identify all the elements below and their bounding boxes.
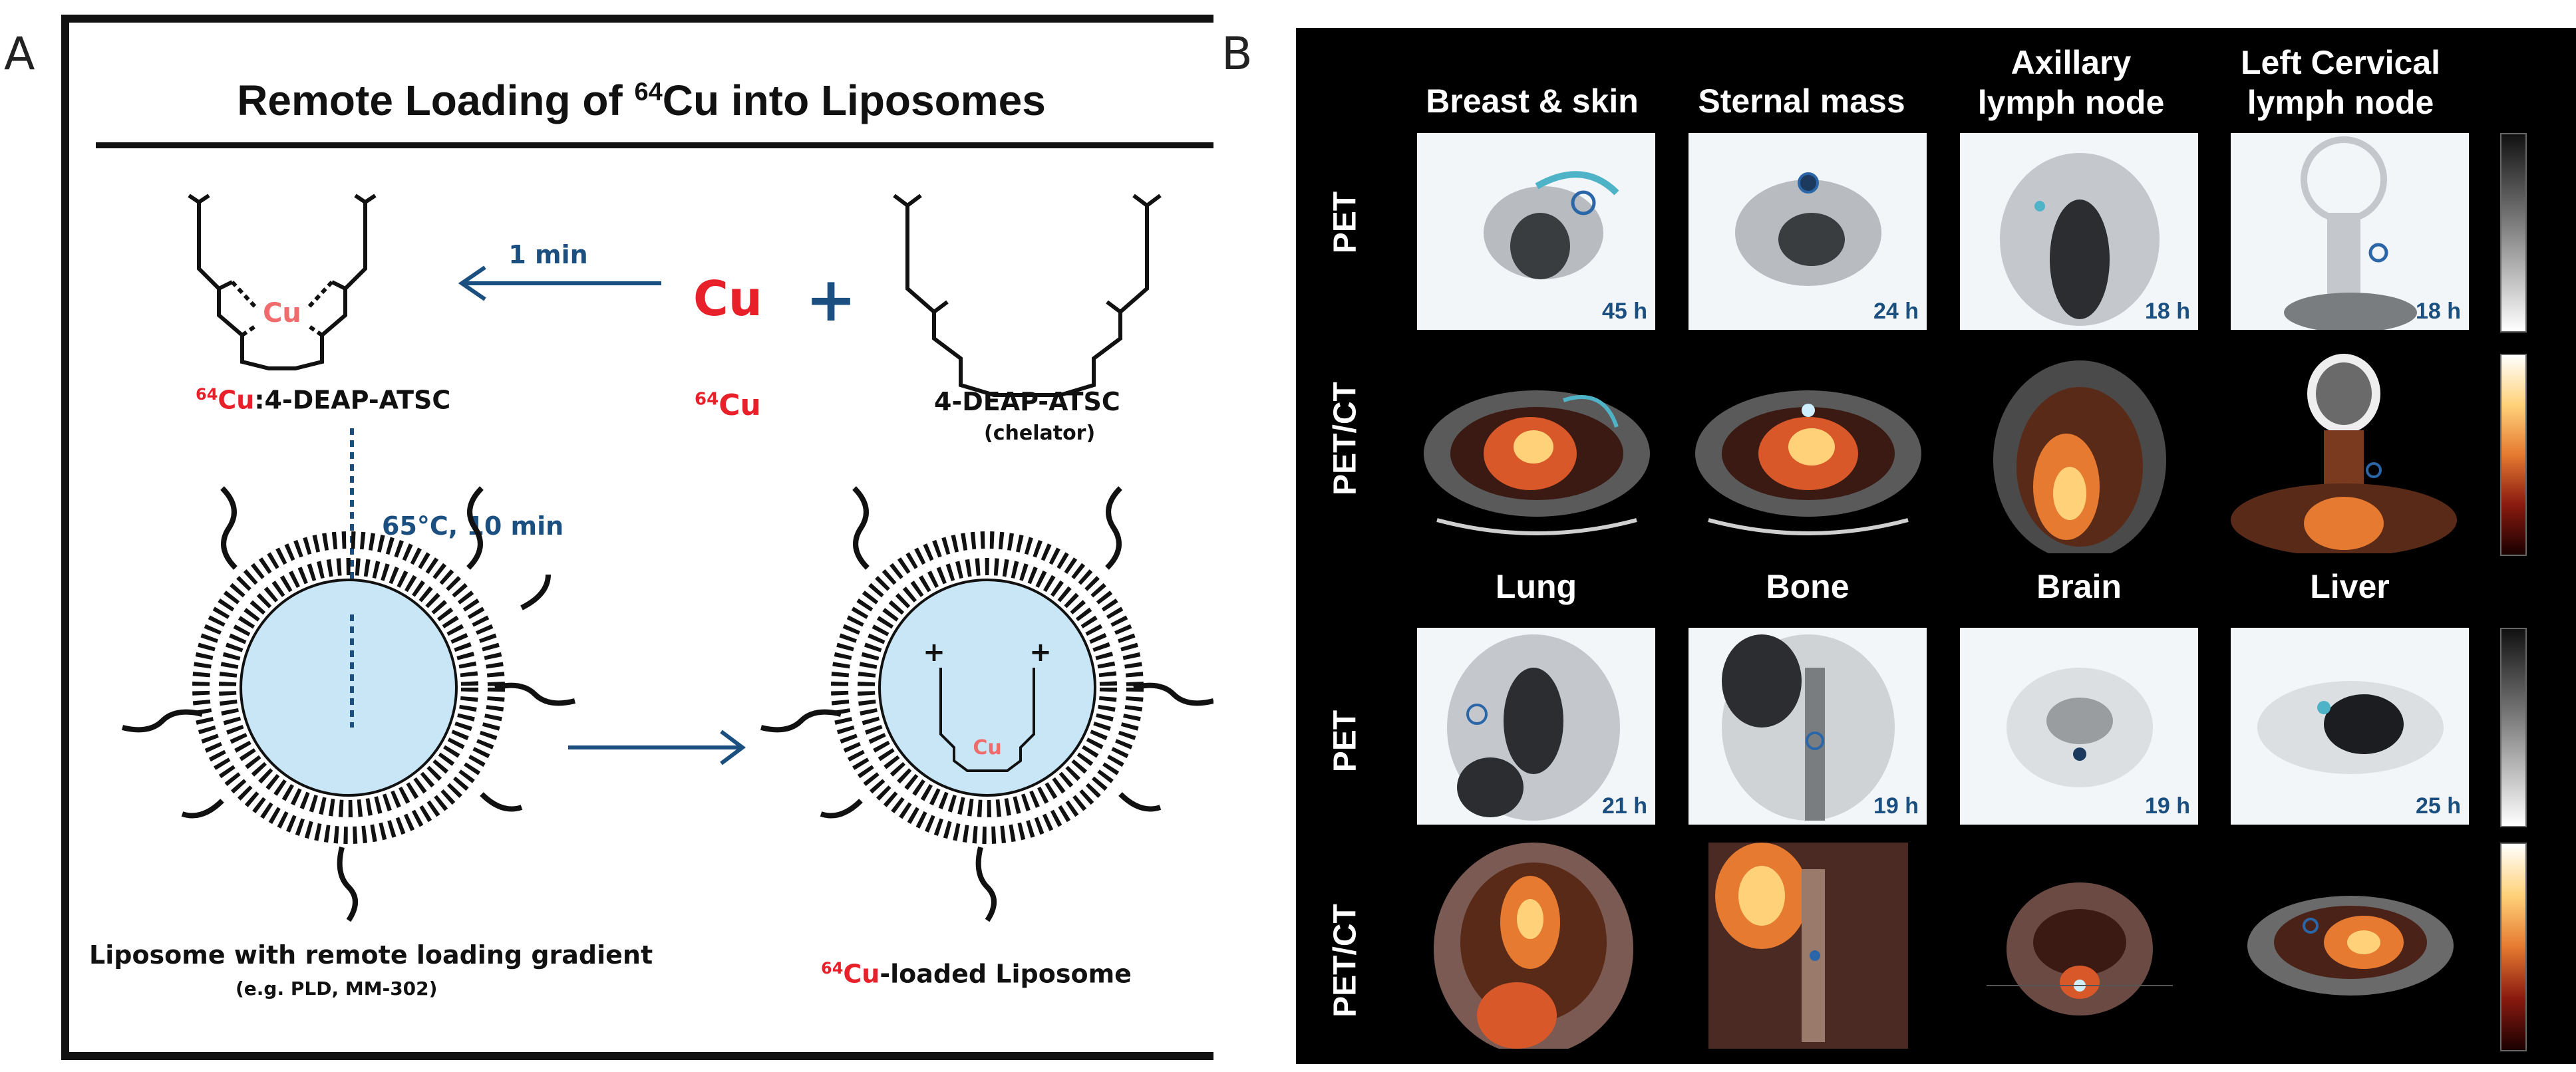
time-label: 19 h [2144,793,2190,819]
chelator-name: 4-DEAP-ATSC [934,387,1120,416]
col-title-left-cervical-lymph-node: Left Cervical lymph node [2240,44,2441,121]
inner-cu-label: Cu [973,736,1001,759]
ct-slice-sternal [1695,390,1921,535]
col-title-brain: Brain [2036,568,2122,605]
right-liposome-label: 64Cu-loaded Liposome [821,959,1132,989]
pet-image-left-cervical-lymph-node: 18 h [2231,133,2469,330]
panel-b-pet-ct-image-grid: PET PET/CT PET PET/CT Breast & skin Ster… [1296,28,2576,1064]
pet-blob-sternal [1735,172,1881,286]
petct-colorbar-top [2500,354,2527,556]
row-label-pet-1: PET [1327,191,1363,254]
panel-a-remote-loading-diagram: Remote Loading of 64Cu into Liposomes Cu… [61,15,1213,1060]
petct-image-bone [1689,843,1927,1049]
left-liposome-label: Liposome with remote loading gradient [89,940,653,970]
plus-symbol: + [805,264,856,335]
pet-blob-breast [1484,171,1619,279]
row-label-petct-1: PET/CT [1327,382,1363,495]
pet-blob-cervical [2284,136,2417,330]
col-title-sternal-mass: Sternal mass [1698,82,1905,120]
pet-colorbar-top [2500,133,2527,333]
charge-plus-right: + [1029,637,1052,668]
petct-image-brain [1960,843,2198,1049]
complex-center-cu: Cu [263,298,301,329]
ct-slice-brain [1987,882,2173,1015]
cu64-label: 64Cu [695,388,761,422]
cu-chelator-complex-structure [188,194,377,370]
ct-slice-breast [1424,390,1650,535]
charge-plus-left: + [923,637,945,668]
pet-blob-lung [1447,634,1620,821]
time-label: 45 h [1601,299,1647,324]
pet-image-brain: 19 h [1960,628,2198,825]
col-title-lung: Lung [1495,568,1577,605]
col-title-breast-skin: Breast & skin [1426,82,1639,120]
cu-symbol: Cu [693,271,762,327]
col-title-liver: Liver [2310,568,2390,605]
left-liposome [122,486,575,922]
chelator-structure [893,194,1162,397]
col-title-axillary-lymph-node: Axillary lymph node [1977,44,2165,121]
time-label: 25 h [2415,793,2461,819]
pet-image-breast-skin: 45 h [1417,133,1655,330]
petct-image-lung [1417,843,1655,1049]
time-label: 24 h [1873,299,1919,324]
petct-image-left-cervical-lymph-node [2231,354,2469,553]
remote-loading-schematic: Cu 1 min Cu + 65°C, 10 min [122,194,1213,922]
liposome-transition-arrow [568,730,746,765]
pet-blob-axillary [2000,153,2160,326]
ct-slice-lung [1434,843,1633,1049]
ct-slice-axillary [1993,360,2166,553]
reaction-arrow-1min [458,265,661,301]
pet-blob-liver [2257,681,2444,774]
panel-a-letter: A [4,28,35,80]
row-label-pet-2: PET [1327,710,1363,773]
complex-label: 64Cu:4-DEAP-ATSC [196,385,451,415]
pet-image-axillary-lymph-node: 18 h [1960,133,2198,330]
petct-colorbar-bottom [2500,843,2527,1051]
panel-b-letter: B [1221,28,1253,80]
time-label: 18 h [2415,299,2461,324]
pet-blob-bone [1722,634,1895,821]
pet-image-bone: 19 h [1689,628,1927,825]
panel-a-title: Remote Loading of 64Cu into Liposomes [237,76,1046,124]
row-label-petct-2: PET/CT [1327,904,1363,1017]
time-label: 21 h [1601,793,1647,819]
time-label: 18 h [2144,299,2190,324]
ct-slice-cervical [2231,354,2457,553]
pet-image-lung: 21 h [1417,628,1655,825]
pet-colorbar-bottom [2500,628,2527,827]
col-title-bone: Bone [1766,568,1850,605]
arrow-time-label: 1 min [508,240,587,269]
petct-image-sternal-mass [1689,354,1927,553]
petct-image-axillary-lymph-node [1960,354,2198,553]
petct-image-liver [2231,843,2469,1049]
title-rule [96,142,1213,148]
ct-slice-bone [1708,843,1908,1049]
petct-image-breast-skin [1417,354,1655,553]
pet-blob-brain [2007,668,2153,787]
ct-slice-liver [2247,896,2454,996]
right-liposome [760,486,1213,922]
chelator-note: (chelator) [984,422,1096,445]
pet-image-liver: 25 h [2231,628,2469,825]
time-label: 19 h [1873,793,1919,819]
pet-image-sternal-mass: 24 h [1689,133,1927,330]
left-liposome-note: (e.g. PLD, MM-302) [236,978,438,1000]
